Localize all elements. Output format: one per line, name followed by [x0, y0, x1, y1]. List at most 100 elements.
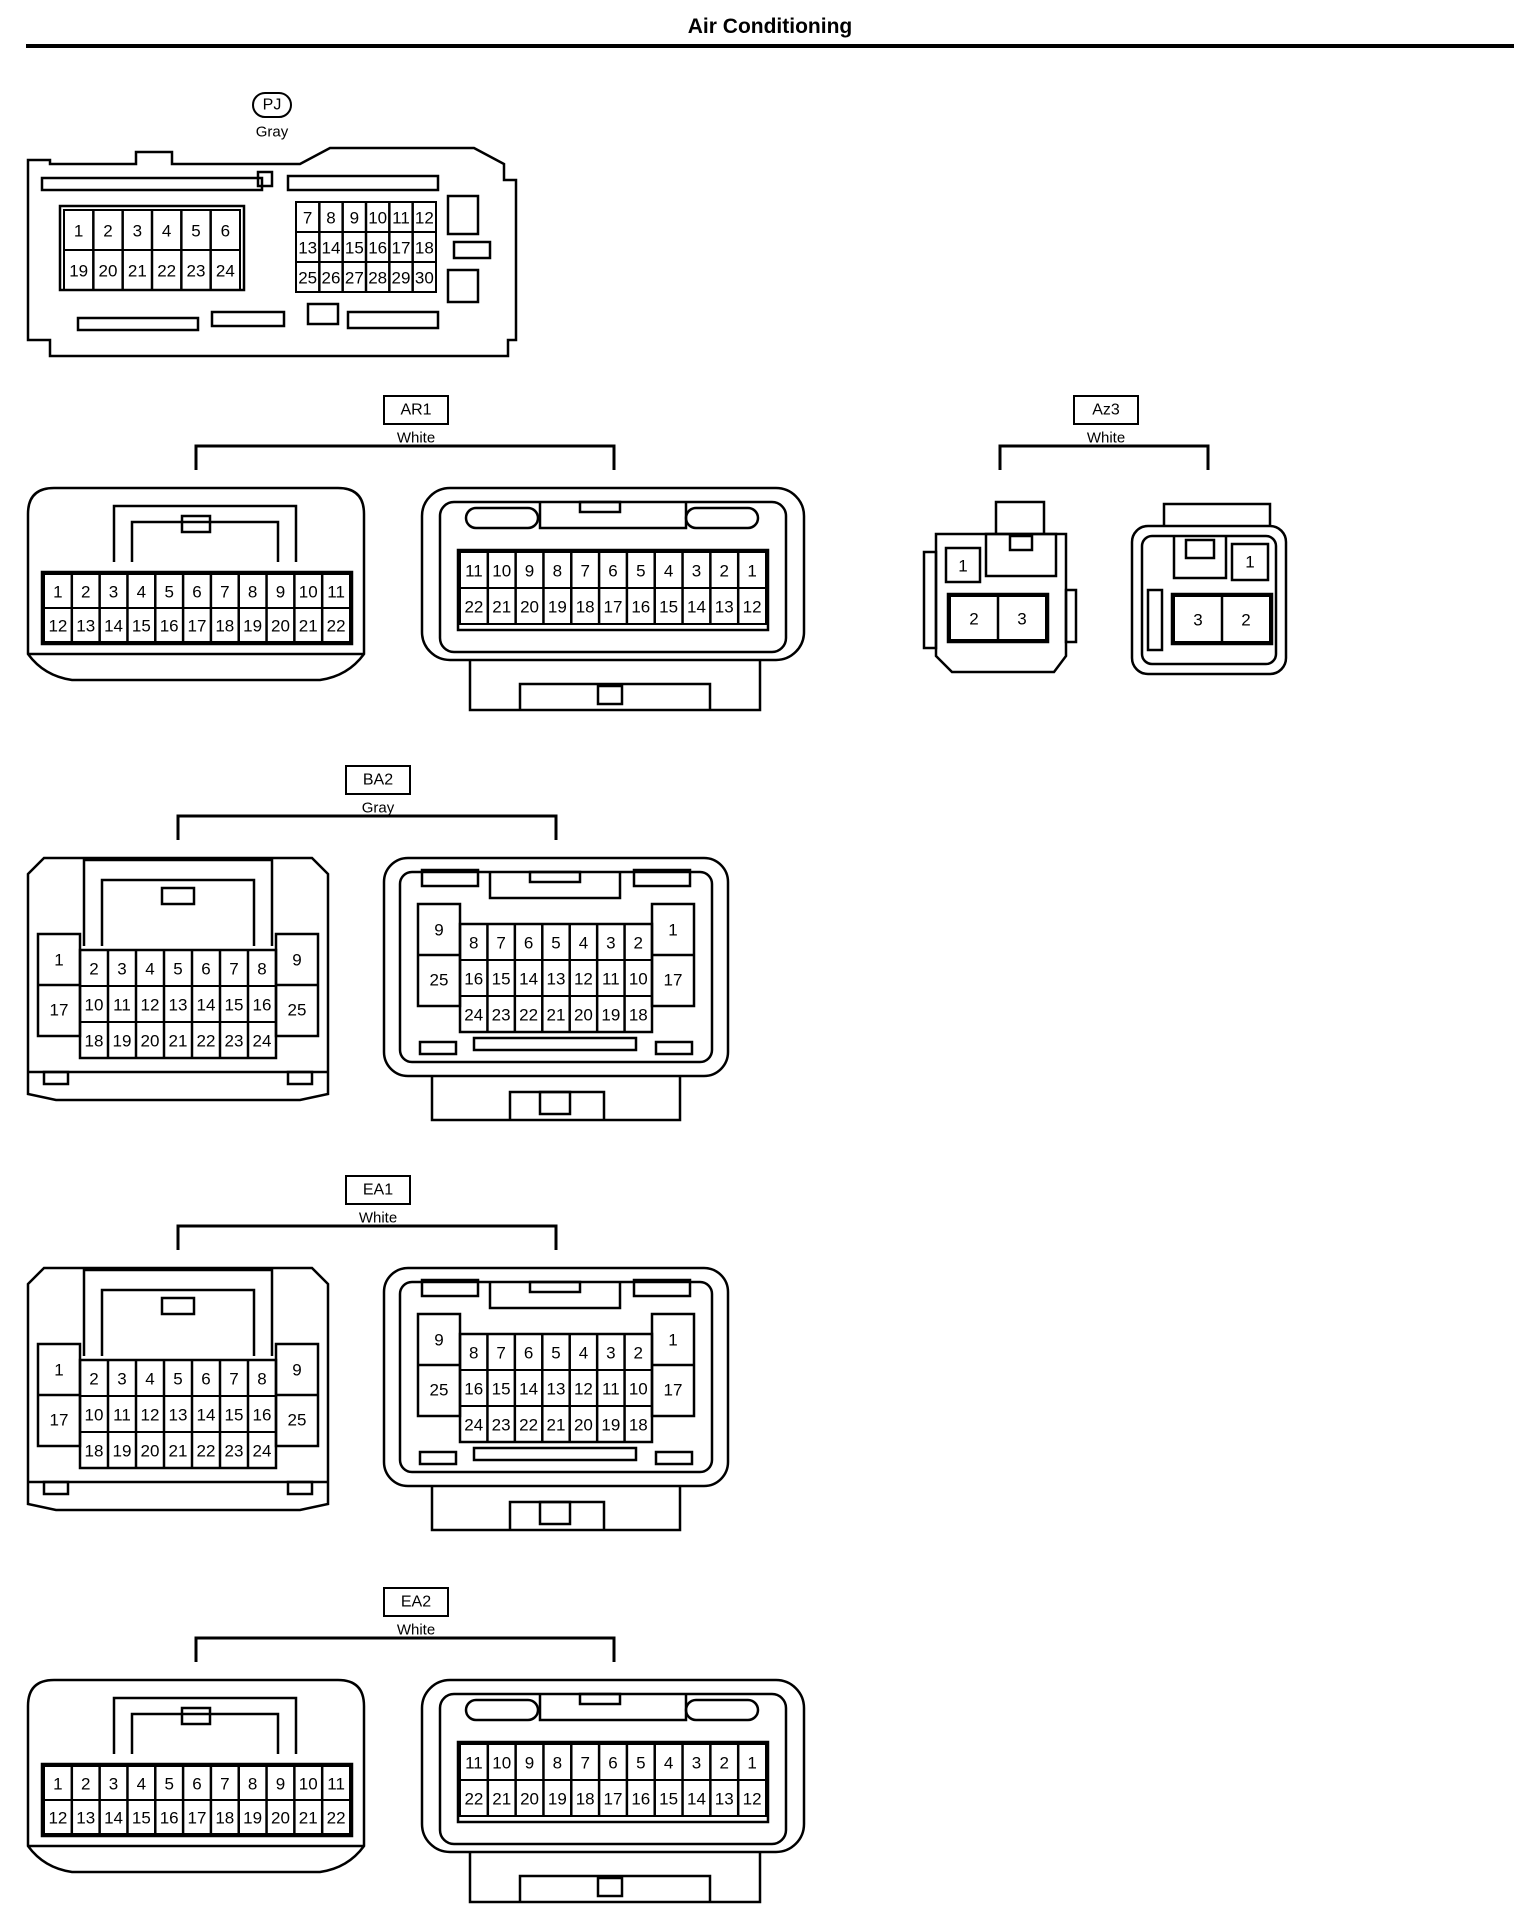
- pin-number: 4: [664, 562, 673, 581]
- pin-number: 22: [519, 1416, 538, 1435]
- pin-number: 12: [141, 1406, 160, 1425]
- connector-code-box: [345, 1175, 411, 1205]
- female-housing: [382, 1266, 730, 1488]
- pin-number: 12: [743, 1790, 762, 1809]
- lock-skirt: [468, 1852, 762, 1904]
- pin-number: 15: [345, 239, 364, 258]
- side-rib: [1064, 588, 1078, 644]
- pin-number: 18: [415, 239, 434, 258]
- lock-skirt: [508, 1500, 606, 1530]
- pin-number: 20: [520, 598, 539, 617]
- pin-number: 26: [322, 269, 341, 288]
- pin-number: 1: [1245, 553, 1254, 572]
- latch-slot: [418, 1450, 458, 1466]
- pin-number: 13: [76, 617, 95, 636]
- pin-number: 6: [192, 1775, 201, 1794]
- pin-number: 20: [574, 1006, 593, 1025]
- pin-number: 10: [368, 209, 387, 228]
- pin-number: 13: [76, 1809, 95, 1828]
- female-housing: [420, 486, 806, 662]
- pin-number: 18: [629, 1006, 648, 1025]
- pin-number: 7: [580, 562, 589, 581]
- connector-bracket: [176, 814, 558, 840]
- pin-number: 4: [137, 1775, 146, 1794]
- pin-number: 16: [368, 239, 387, 258]
- lock-skirt: [430, 1486, 682, 1532]
- pin-number: 2: [720, 562, 729, 581]
- lock-notch: [1008, 534, 1034, 552]
- lock-tab: [538, 1500, 572, 1526]
- connector-code: EA1: [363, 1182, 393, 1199]
- pin-row-frame: [43, 607, 351, 643]
- pin-number: 12: [48, 617, 67, 636]
- lock-tab: [180, 514, 212, 534]
- pin-number: 7: [496, 1344, 505, 1363]
- pin-number: 21: [299, 617, 318, 636]
- pin-number: 17: [664, 971, 683, 990]
- pin-number: 4: [664, 1754, 673, 1773]
- pin-number: 14: [519, 1380, 538, 1399]
- pin-number: 14: [687, 598, 706, 617]
- lock-tab: [180, 1706, 212, 1726]
- pin-number: 28: [368, 269, 387, 288]
- pin-number: 8: [553, 1754, 562, 1773]
- pin-number: 6: [524, 934, 533, 953]
- cavity-block: [40, 570, 354, 646]
- pin-number: 19: [113, 1032, 132, 1051]
- pin-number: 1: [53, 583, 62, 602]
- latch-slot: [40, 176, 264, 192]
- pin-number: 17: [50, 1411, 69, 1430]
- pin-number: 5: [164, 583, 173, 602]
- pin-number: 19: [243, 1809, 262, 1828]
- latch-slot: [210, 310, 286, 328]
- pin-number: 2: [103, 222, 112, 241]
- pin-number: 12: [574, 1380, 593, 1399]
- page-title: Air Conditioning: [687, 15, 853, 38]
- cavity-block: [456, 1740, 770, 1824]
- pin-number: 1: [747, 1754, 756, 1773]
- pin-number: 3: [606, 1344, 615, 1363]
- pin-number: 7: [580, 1754, 589, 1773]
- pin-number: 9: [276, 583, 285, 602]
- pin-number: 18: [215, 1809, 234, 1828]
- pin-number: 4: [162, 222, 171, 241]
- pin-number: 2: [634, 934, 643, 953]
- pin-number: 19: [548, 598, 567, 617]
- pin-number: 19: [601, 1416, 620, 1435]
- pin-number: 3: [1017, 610, 1026, 629]
- pin-number: 15: [659, 1790, 678, 1809]
- pin-number: 19: [548, 1790, 567, 1809]
- pin-number: 24: [464, 1006, 483, 1025]
- pin-number: 21: [547, 1006, 566, 1025]
- pin-number: 1: [54, 1361, 63, 1380]
- side-rib: [922, 550, 938, 650]
- lock-skirt: [518, 682, 712, 710]
- pin-number: 4: [145, 960, 154, 979]
- pin-number: 17: [50, 1001, 69, 1020]
- pin-number: 16: [631, 1790, 650, 1809]
- guide-slot: [684, 506, 760, 530]
- latch-slot: [472, 1446, 638, 1462]
- pin-number: 19: [113, 1442, 132, 1461]
- pin-number: 7: [229, 960, 238, 979]
- pin-number: 25: [430, 1381, 449, 1400]
- lock-skirt: [508, 1090, 606, 1120]
- pin-number: 1: [958, 557, 967, 576]
- lock-frame: [112, 504, 298, 562]
- pin-number: 1: [54, 951, 63, 970]
- pin-number: 15: [225, 1406, 244, 1425]
- pin-row-frame: [459, 1779, 767, 1817]
- guide-slot: [684, 1698, 760, 1722]
- pin-number: 15: [132, 1809, 151, 1828]
- key-notch: [528, 1280, 582, 1294]
- pin-number: 21: [128, 262, 147, 281]
- lock-frame: [82, 1268, 274, 1356]
- pin-number: 11: [465, 562, 483, 581]
- key-notch: [578, 1692, 622, 1706]
- guide-slot: [464, 1698, 540, 1722]
- pin-number: 18: [576, 1790, 595, 1809]
